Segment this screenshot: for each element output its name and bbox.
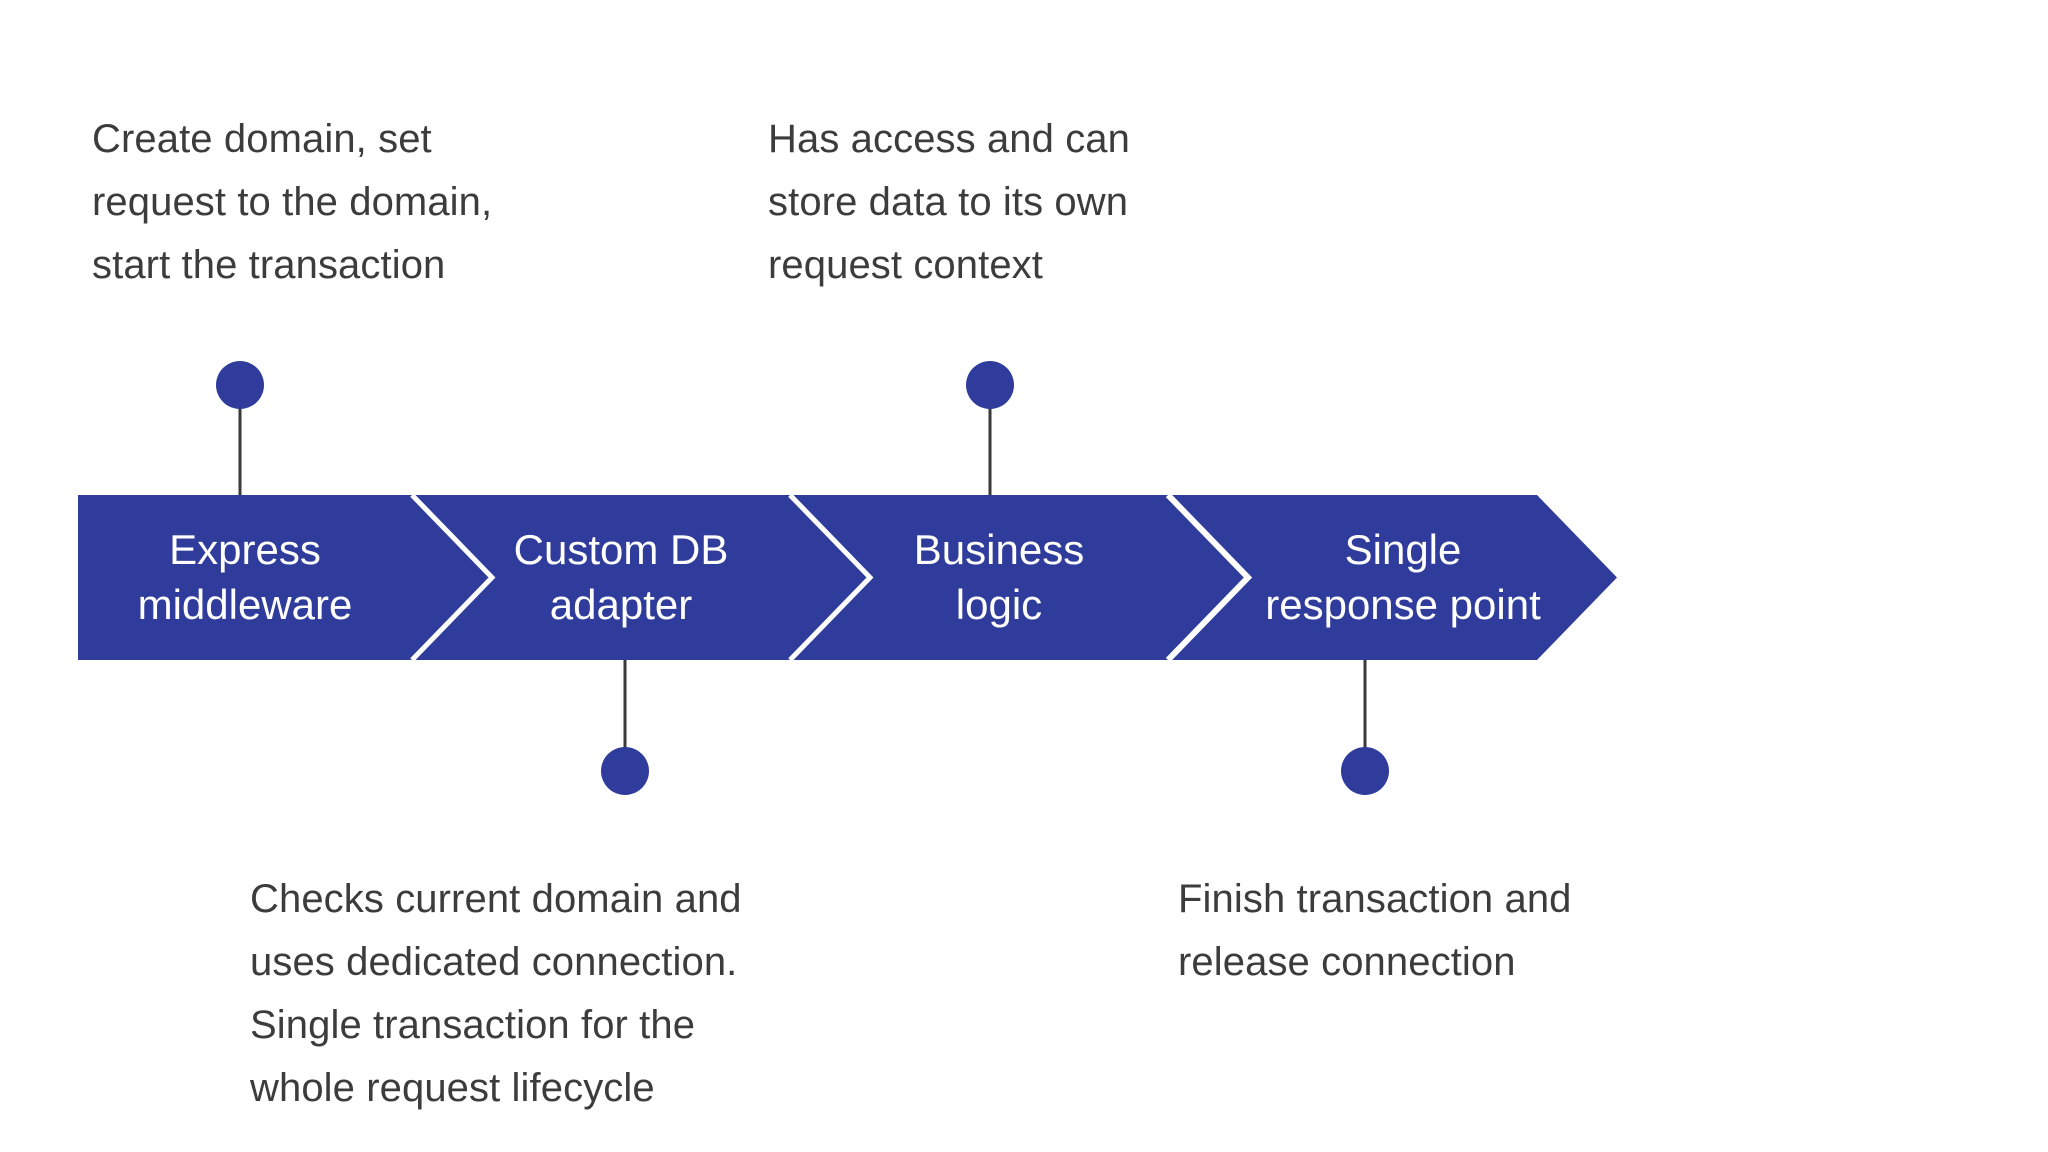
annotation-express-middleware: Create domain, set request to the domain… [92,117,493,287]
connector-dot-single-response-point [1341,747,1389,795]
connector-dot-custom-db-adapter [601,747,649,795]
connector-dot-express-middleware [216,361,264,409]
chevron-separator-3 [1165,492,1253,663]
annotation-custom-db-adapter: Checks current domain and uses dedicated… [250,877,742,1110]
annotation-business-logic: Has access and can store data to its own… [768,117,1130,287]
chevron-separator-2 [788,493,874,662]
connector-dot-business-logic [966,361,1014,409]
process-bar [78,495,1617,660]
chevron-separator-1 [410,493,496,662]
annotation-single-response-point: Finish transaction and release connectio… [1178,877,1572,984]
